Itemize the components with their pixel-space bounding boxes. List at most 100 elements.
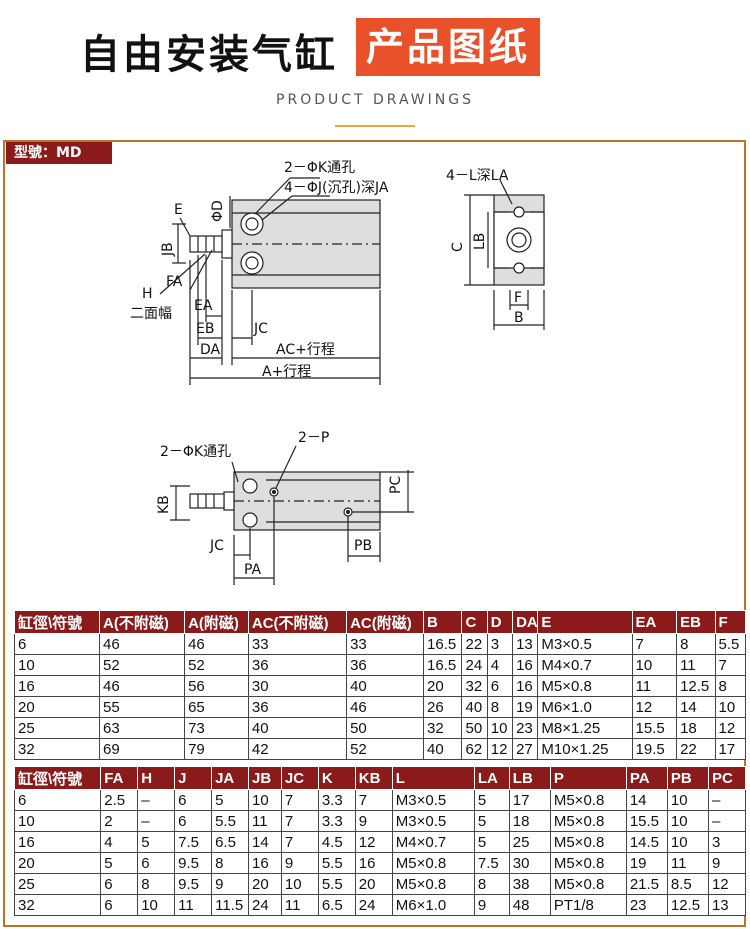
table-cell: 2 xyxy=(100,810,139,832)
column-header: L xyxy=(391,766,475,790)
table-cell: M5×0.8 xyxy=(391,873,475,895)
table-cell: 16 xyxy=(248,852,282,874)
table-cell: 12.5 xyxy=(666,894,709,916)
table-cell: 20 xyxy=(354,873,393,895)
column-header: F xyxy=(714,610,747,634)
table-cell: 62 xyxy=(461,738,488,760)
table-cell: 32 xyxy=(13,894,102,916)
table-cell: 8.5 xyxy=(666,873,709,895)
bottom-hole-top xyxy=(242,478,258,494)
table-cell: 5 xyxy=(473,831,510,853)
table-cell: 11 xyxy=(676,654,716,676)
table-cell: 52 xyxy=(99,654,186,676)
column-header: K xyxy=(317,766,356,790)
table-cell: 10 xyxy=(248,789,282,811)
table-cell: 20 xyxy=(13,696,101,718)
table-cell: 10 xyxy=(631,654,678,676)
table-cell: M10×1.25 xyxy=(537,738,633,760)
column-header: PB xyxy=(666,766,709,790)
table-cell: M3×0.5 xyxy=(391,789,475,811)
table-cell: 12 xyxy=(714,717,747,739)
label-ac-stroke: AC+行程 xyxy=(276,342,335,358)
column-header: JA xyxy=(211,766,250,790)
table-cell: 36 xyxy=(247,696,348,718)
table-cell: 52 xyxy=(346,738,425,760)
table-cell: 40 xyxy=(461,696,488,718)
table-cell: M4×0.7 xyxy=(537,654,633,676)
column-header: B xyxy=(423,610,463,634)
label-jc: JC xyxy=(253,321,268,337)
table-cell: M8×1.25 xyxy=(537,717,633,739)
table-cell: 55 xyxy=(99,696,186,718)
table-cell: 40 xyxy=(247,717,348,739)
column-header: JB xyxy=(248,766,282,790)
page-subtitle: PRODUCT DRAWINGS xyxy=(276,92,474,108)
table-cell: 9 xyxy=(354,810,393,832)
table-cell: 6 xyxy=(100,894,139,916)
table-cell: 50 xyxy=(346,717,425,739)
table-cell: 8 xyxy=(137,873,176,895)
label-p: 2－P xyxy=(298,430,329,446)
table-cell: 5 xyxy=(137,831,176,853)
table-cell: 5.5 xyxy=(317,852,356,874)
table-cell: 16.5 xyxy=(423,654,463,676)
table-cell: 12.5 xyxy=(676,675,716,697)
label-h: H xyxy=(142,286,153,302)
column-header: D xyxy=(486,610,514,634)
column-header: AC(附磁) xyxy=(346,610,425,634)
label-kb: KB xyxy=(156,495,172,514)
label-c: C xyxy=(450,242,466,252)
table-cell: 11.5 xyxy=(211,894,250,916)
label-e: E xyxy=(174,202,183,218)
column-header: JC xyxy=(280,766,319,790)
table-cell: M5×0.8 xyxy=(549,831,627,853)
column-header: DA xyxy=(512,610,539,634)
table-cell: 9.5 xyxy=(174,852,213,874)
table-cell: 9 xyxy=(707,852,747,874)
table-cell: 13 xyxy=(707,894,747,916)
table-cell: 5.5 xyxy=(211,810,250,832)
table-cell: 8 xyxy=(676,633,716,655)
table-cell: 7.5 xyxy=(174,831,213,853)
column-header: P xyxy=(549,766,627,790)
table-cell: 14 xyxy=(625,789,668,811)
table-cell: – xyxy=(707,789,747,811)
table-cell: 11 xyxy=(631,675,678,697)
table-cell: M5×0.8 xyxy=(549,852,627,874)
label-pc: PC xyxy=(388,476,404,494)
table-cell: 14 xyxy=(248,831,282,853)
column-header: KB xyxy=(354,766,393,790)
table-cell: 36 xyxy=(247,654,348,676)
table-cell: 11 xyxy=(248,810,282,832)
table-cell: 15.5 xyxy=(625,810,668,832)
label-pa: PA xyxy=(244,562,262,578)
table-cell: 10 xyxy=(666,831,709,853)
table-cell: – xyxy=(137,789,176,811)
table-cell: 52 xyxy=(184,654,249,676)
table-cell: 14.5 xyxy=(625,831,668,853)
table-cell: 4 xyxy=(100,831,139,853)
table-cell: 27 xyxy=(512,738,539,760)
table-cell: 8 xyxy=(486,696,514,718)
column-header: PC xyxy=(707,766,747,790)
label-pb: PB xyxy=(354,538,372,554)
table-cell: 11 xyxy=(174,894,213,916)
table-cell: M5×0.8 xyxy=(549,810,627,832)
table-cell: 6 xyxy=(486,675,514,697)
table-cell: 5 xyxy=(473,810,510,832)
column-header: A(附磁) xyxy=(184,610,249,634)
mount-hole-top xyxy=(240,212,264,236)
table-cell: 24 xyxy=(354,894,393,916)
table-cell: 32 xyxy=(461,675,488,697)
table-cell: 16 xyxy=(512,675,539,697)
table-cell: 10 xyxy=(486,717,514,739)
